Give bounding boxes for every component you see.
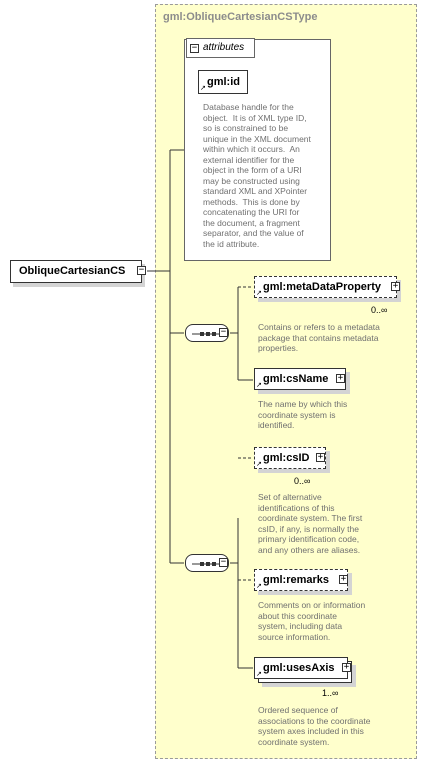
attributes-collapse-icon[interactable]: − xyxy=(190,43,199,53)
metadataproperty-cardinality: 0..∞ xyxy=(371,305,388,315)
usesaxis-expand-icon[interactable]: + xyxy=(342,662,351,672)
remarks-description: Comments on or information about this co… xyxy=(258,600,366,642)
remarks-element[interactable]: gml:remarks xyxy=(254,569,348,591)
sequence-dots-icon xyxy=(192,332,222,336)
reference-arrow-icon: ↗ xyxy=(256,671,262,678)
attributes-tab-label: attributes xyxy=(203,42,245,53)
metadataproperty-description: Contains or refers to a metadata package… xyxy=(258,322,380,353)
root-element[interactable]: ObliqueCartesianCS xyxy=(10,260,142,283)
usesaxis-element[interactable]: gml:usesAxis xyxy=(254,657,348,679)
type-title: gml:ObliqueCartesianCSType xyxy=(163,11,318,23)
metadataproperty-label: gml:metaDataProperty xyxy=(263,281,381,293)
sequence-dots-icon xyxy=(192,562,222,566)
remarks-expand-icon[interactable]: + xyxy=(339,574,348,584)
reference-arrow-icon: ↗ xyxy=(256,461,262,468)
gml-id-attribute-label: gml:id xyxy=(207,76,240,88)
reference-arrow-icon: ↗ xyxy=(256,382,262,389)
csname-element[interactable]: gml:csName xyxy=(254,368,346,390)
gml-id-attribute[interactable]: gml:id xyxy=(198,70,248,94)
usesaxis-cardinality: 1..∞ xyxy=(322,688,339,698)
usesaxis-label: gml:usesAxis xyxy=(263,662,335,674)
sequence-compositor-2[interactable] xyxy=(185,554,229,572)
csid-element[interactable]: gml:csID xyxy=(254,447,326,469)
sequence-1-collapse-icon[interactable]: − xyxy=(219,327,228,337)
gml-id-description: Database handle for the object. It is of… xyxy=(203,102,311,249)
csname-description: The name by which this coordinate system… xyxy=(258,399,348,430)
csname-expand-icon[interactable]: + xyxy=(336,373,345,383)
reference-arrow-icon: ↗ xyxy=(256,583,262,590)
csid-expand-icon[interactable]: + xyxy=(316,452,325,462)
remarks-label: gml:remarks xyxy=(263,574,330,586)
sequence-compositor-1[interactable] xyxy=(185,324,229,342)
usesaxis-description: Ordered sequence of associations to the … xyxy=(258,705,371,747)
metadataproperty-expand-icon[interactable]: + xyxy=(391,281,400,291)
reference-arrow-icon: ↗ xyxy=(200,85,206,92)
metadataproperty-element[interactable]: gml:metaDataProperty xyxy=(254,276,397,298)
root-collapse-icon[interactable]: − xyxy=(137,265,146,275)
csid-cardinality: 0..∞ xyxy=(294,476,311,486)
attributes-tab[interactable] xyxy=(186,38,255,58)
csid-description: Set of alternative identifications of th… xyxy=(258,492,363,555)
csname-label: gml:csName xyxy=(263,373,329,385)
csid-label: gml:csID xyxy=(263,452,310,464)
root-element-label: ObliqueCartesianCS xyxy=(19,265,126,277)
reference-arrow-icon: ↗ xyxy=(256,290,262,297)
sequence-2-collapse-icon[interactable]: − xyxy=(219,557,228,567)
